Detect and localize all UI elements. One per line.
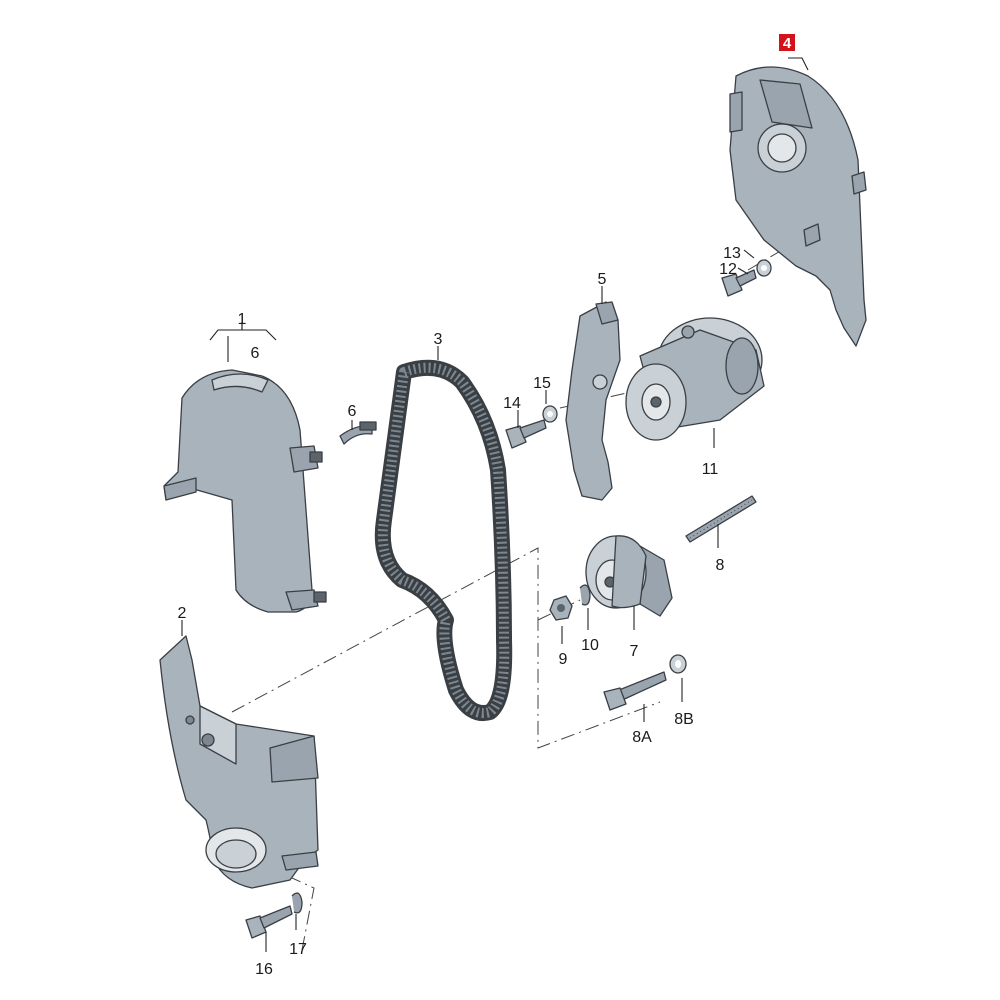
callout-3: 3 <box>434 331 443 348</box>
callout-17: 17 <box>289 941 307 958</box>
rear-timing-cover[interactable] <box>729 66 867 347</box>
callout-2: 2 <box>178 605 187 622</box>
threaded-stud[interactable] <box>685 495 757 543</box>
callout-labels: 1 6 6 2 3 4 5 7 8 8A 8B 9 10 11 12 13 14… <box>178 34 795 978</box>
cover-clip[interactable] <box>339 421 377 445</box>
callout-6b: 6 <box>348 403 357 420</box>
timing-belt[interactable] <box>374 359 513 721</box>
bolt-14[interactable] <box>505 419 547 449</box>
circlip-10[interactable] <box>579 584 591 606</box>
tensioning-roller[interactable] <box>585 535 673 617</box>
callout-15: 15 <box>533 375 551 392</box>
clip-17[interactable] <box>291 892 303 914</box>
callout-5: 5 <box>598 271 607 288</box>
nut-9[interactable] <box>549 595 573 621</box>
washer-13[interactable] <box>756 259 772 277</box>
bolt-12[interactable] <box>721 269 757 297</box>
callout-8: 8 <box>716 557 725 574</box>
callout-12: 12 <box>719 261 737 278</box>
callout-9: 9 <box>559 651 568 668</box>
callout-1: 1 <box>238 311 247 328</box>
bolt-8a[interactable] <box>603 671 667 711</box>
callout-14: 14 <box>503 395 521 412</box>
callout-10: 10 <box>581 637 599 654</box>
lower-timing-cover[interactable] <box>159 635 319 889</box>
callout-8a: 8A <box>632 729 652 746</box>
callout-7: 7 <box>630 643 639 660</box>
callout-4: 4 <box>783 35 792 52</box>
upper-timing-cover[interactable] <box>163 369 327 613</box>
water-pump[interactable] <box>625 317 765 441</box>
leader-lines <box>181 57 809 952</box>
washer-8b[interactable] <box>669 654 687 674</box>
callout-13: 13 <box>723 245 741 262</box>
callout-16: 16 <box>255 961 273 978</box>
callout-8b: 8B <box>674 711 694 728</box>
highlight-box <box>779 34 795 51</box>
washer-15[interactable] <box>542 405 558 423</box>
bolt-16[interactable] <box>245 905 293 939</box>
tensioner-bracket[interactable] <box>565 301 621 501</box>
callout-4-highlighted[interactable]: 4 <box>779 34 795 52</box>
callout-11: 11 <box>702 461 719 478</box>
callout-6a: 6 <box>251 345 260 362</box>
